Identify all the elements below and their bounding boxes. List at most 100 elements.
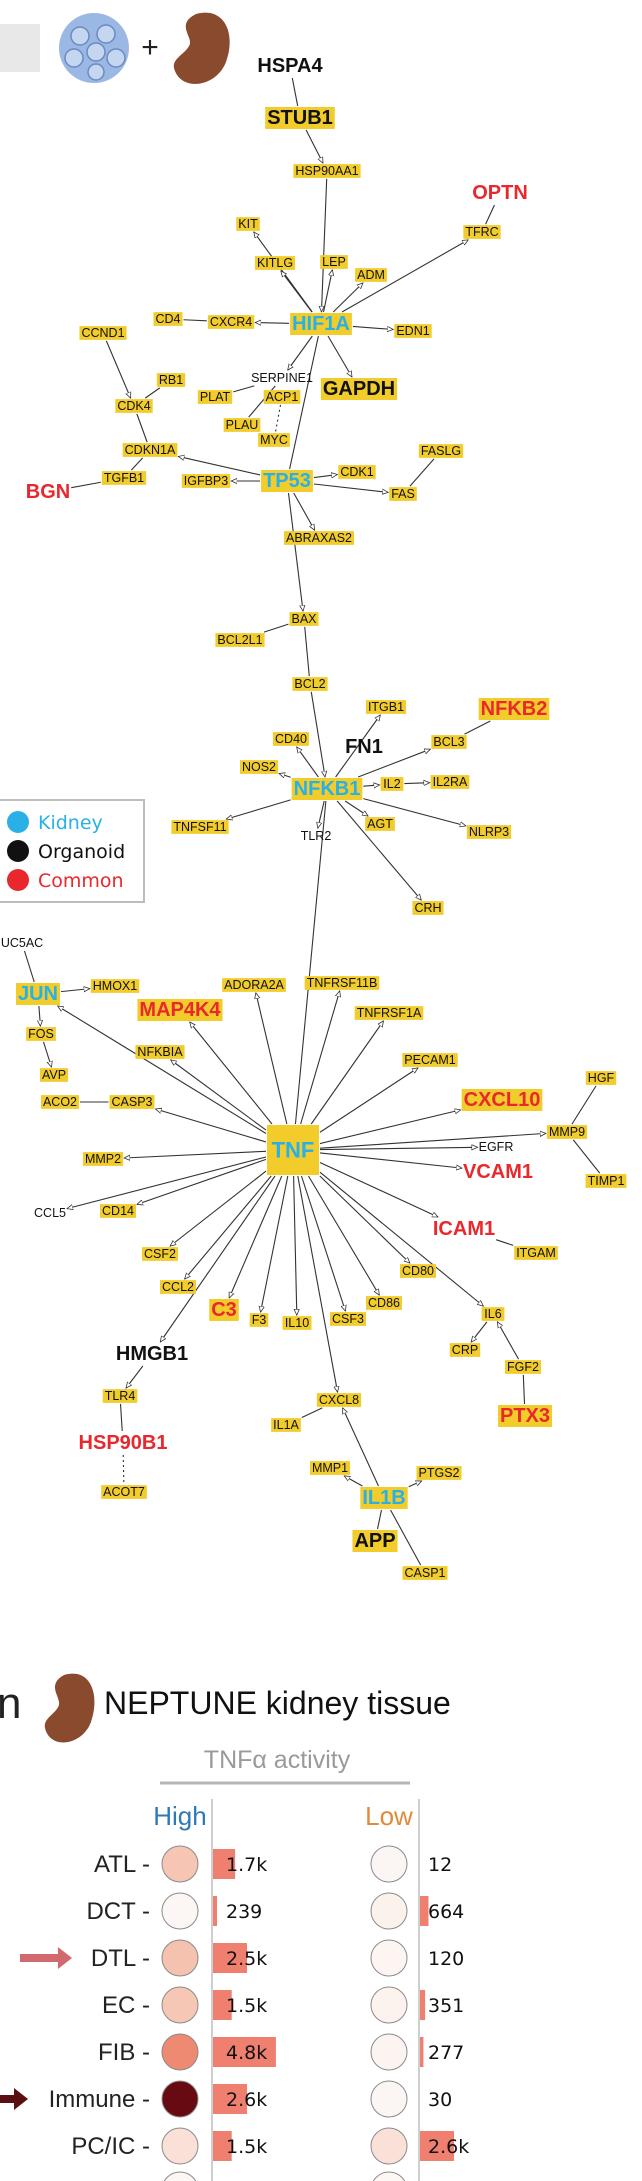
gene-node-tlr2: TLR2 [301,829,332,843]
gene-label: BCL2 [294,677,325,691]
gene-node-plau: PLAU [223,418,261,432]
gene-label: KIT [238,217,258,231]
high-column-label: High [153,1801,206,1831]
edge-mmp9-timp1 [572,1139,601,1174]
gene-node-vcam1: VCAM1 [463,1161,533,1183]
edge-tp53-cdk1 [313,475,337,478]
gene-label: ACOT7 [103,1485,145,1499]
gene-node-hsp90aa1: HSP90AA1 [293,164,361,178]
gene-node-nos2: NOS2 [239,760,279,774]
legend-dot-common [7,869,29,891]
gene-label: FOS [28,1027,54,1041]
high-count-value: 239 [226,1901,262,1923]
edge-fas-faslg [409,458,435,487]
gene-label: HIF1A [292,313,350,335]
organoid-icon [59,13,129,83]
partial-dot-low [372,2171,406,2181]
edge-nfkb1-il2 [363,785,379,786]
low-count-value: 351 [428,1995,464,2017]
edge-nfkb1-tnf [294,800,327,1125]
gene-label: BCL2L1 [217,633,262,647]
high-count-value: 2.5k [226,1948,267,1970]
edge-il2-il2ra [404,783,429,784]
edge-nfkb1-agt [344,800,368,816]
edge-hmgb1-tlr4 [126,1365,144,1388]
gene-label: CSF3 [332,1312,364,1326]
gene-node-igfbp3: IGFBP3 [181,474,231,488]
kidney-icon [173,12,230,84]
edge-nfkb1-nos2 [279,773,291,777]
high-activity-dot [161,1845,199,1883]
edge-tnf-icam1 [319,1161,438,1218]
edge-tnf-il6 [319,1171,483,1306]
edge-hif1a-cxcr4 [255,323,290,324]
gene-label: NFKB2 [481,698,548,720]
edge-hif1a-gapdh [327,335,352,377]
low-column-label: Low [365,1801,413,1831]
gene-label: IL6 [484,1307,501,1321]
gene-label: NLRP3 [469,825,509,839]
gene-node-aco2: ACO2 [40,1095,80,1109]
gene-node-mmp9: MMP9 [546,1125,588,1139]
low-activity-dot [370,1986,408,2024]
gene-label: ITGAM [516,1246,556,1260]
gene-node-bax: BAX [289,612,319,626]
edge-stub1-hsp90aa1 [305,129,324,163]
gene-node-ccnd1: CCND1 [79,326,127,340]
gene-label: BGN [26,481,70,503]
gene-label: FAS [391,487,415,501]
gene-node-stub1: STUB1 [265,107,335,129]
gene-label: JUN [18,983,58,1005]
row-label: EC - [102,1992,150,2019]
edge-il1b-mmp1 [344,1475,363,1487]
gene-node-cxcl8: CXCL8 [316,1393,362,1407]
low-activity-dot [370,2080,408,2118]
gene-label: NFKBIA [137,1045,183,1059]
gene-node-lep: LEP [320,255,348,269]
gene-node-casp3: CASP3 [109,1095,155,1109]
edge-tnf-egfr [319,1147,478,1149]
high-activity-dot [161,1892,199,1930]
edge-cdk4-cdkn1a [136,413,148,443]
gene-label: UC5AC [1,936,43,950]
gene-label: BCL3 [433,735,464,749]
edge-cxcl8-il1a [301,1407,323,1419]
gene-label: PECAM1 [404,1053,455,1067]
gene-label: MAP4K4 [139,999,221,1021]
gene-node-myc: MYC [258,433,290,447]
edge-tp53-fas [313,483,388,492]
gene-label: ADM [357,268,385,282]
edge-ccnd1-cdk4 [105,340,130,398]
edge-hif1a-tfrc [341,240,468,313]
low-count-value: 12 [428,1854,452,1876]
high-count-bar [213,2131,232,2161]
gene-label: TNFRSF11B [307,976,378,990]
low-count-value: 664 [428,1901,464,1923]
edge-tnf-map4k4 [190,1022,273,1125]
gene-label: CCL5 [34,1206,66,1220]
gene-node-adm: ADM [355,268,387,282]
gene-label: IL1A [273,1418,299,1432]
gene-node-optn: OPTN [472,182,528,204]
edge-hif1a-edn1 [352,326,393,329]
gene-node-fos: FOS [26,1027,56,1041]
low-count-bar [420,1990,426,2020]
gene-label: CXCL10 [464,1089,541,1111]
edge-tnf-tnfrsf1a [310,1021,383,1125]
gene-node-gapdh: GAPDH [320,378,398,400]
gene-label: KITLG [257,256,293,270]
gene-node-edn1: EDN1 [394,324,432,338]
gene-label: FASLG [421,444,461,458]
edge-il1b-cxcl8 [342,1408,379,1487]
edge-tnf-adora2a [256,993,288,1125]
edge-il1b-app [376,1509,383,1530]
gene-label: BAX [291,612,317,626]
gene-label: TFRC [465,225,498,239]
high-activity-dot [161,2033,199,2071]
gene-label: CASP3 [112,1095,153,1109]
gene-label: CD86 [368,1296,400,1310]
